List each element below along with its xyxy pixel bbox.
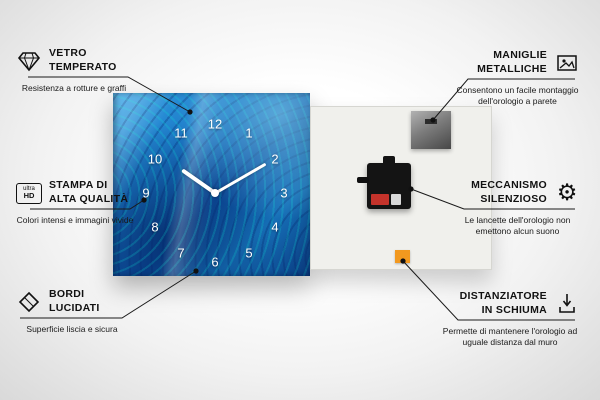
callout-header: BORDI LUCIDATI <box>16 286 128 318</box>
callout-subtitle: Resistenza a rotture e graffi <box>21 83 127 93</box>
ultra-hd-icon-text-top: ultra <box>23 186 35 192</box>
clock-number: 3 <box>280 185 288 201</box>
clock-face: 12 1 2 3 4 5 6 7 8 9 10 11 <box>113 93 310 276</box>
diamond-icon <box>16 49 42 73</box>
callout-header: DISTANZIATORE IN SCHIUMA <box>440 288 580 320</box>
callout-title: BORDI LUCIDATI <box>49 288 100 314</box>
callout-bordi-lucidati: BORDI LUCIDATI Superficie liscia e sicur… <box>16 286 128 335</box>
gear-icon: ⚙ <box>556 179 578 206</box>
callout-title: STAMPA DI ALTA QUALITÀ <box>49 179 129 205</box>
mechanism-hands <box>357 177 369 183</box>
polished-edge-icon <box>16 290 42 314</box>
clock-number: 11 <box>174 125 188 141</box>
callout-title: VETRO TEMPERATO <box>49 47 117 73</box>
callout-subtitle: Superficie liscia e sicura <box>26 324 118 334</box>
battery <box>371 194 389 205</box>
clock-number: 12 <box>207 116 223 132</box>
clock-number: 6 <box>211 254 219 270</box>
callout-title: DISTANZIATORE IN SCHIUMA <box>459 290 547 316</box>
foam-spacer <box>395 250 410 263</box>
clock-back-panel <box>310 106 492 270</box>
callout-title: MANIGLIE METALLICHE <box>477 49 547 75</box>
picture-frame-icon <box>554 51 580 75</box>
callout-stampa-alta-qualita: ultra HD STAMPA DI ALTA QUALITÀ Colori i… <box>16 177 134 226</box>
clock-number: 4 <box>271 219 279 235</box>
clock-number: 5 <box>245 245 253 261</box>
callout-distanziatore-in-schiuma: DISTANZIATORE IN SCHIUMA Permette di man… <box>440 288 580 349</box>
callout-vetro-temperato: VETRO TEMPERATO Resistenza a rotture e g… <box>16 45 132 94</box>
callout-title: MECCANISMO SILENZIOSO <box>471 179 547 205</box>
callout-subtitle: Colori intensi e immagini vivide <box>16 215 134 225</box>
clock-number: 10 <box>147 151 163 167</box>
callout-meccanismo-silenzioso: MECCANISMO SILENZIOSO ⚙ Le lancette dell… <box>455 177 580 238</box>
callout-header: MANIGLIE METALLICHE <box>455 47 580 79</box>
callout-header: MECCANISMO SILENZIOSO ⚙ <box>455 177 580 209</box>
callout-header: VETRO TEMPERATO <box>16 45 132 77</box>
clock-mechanism <box>357 156 411 209</box>
clock-number: 2 <box>271 151 279 167</box>
callout-subtitle: Consentono un facile montaggio dell'orol… <box>456 85 579 107</box>
clock-number: 9 <box>142 185 150 201</box>
ultra-hd-icon: ultra HD <box>16 181 42 205</box>
callout-subtitle: Permette di mantenere l'orologio ad ugua… <box>442 326 578 348</box>
clock-number: 8 <box>151 219 159 235</box>
metal-hanger-plate <box>411 111 451 149</box>
minute-hand <box>214 162 266 195</box>
callout-header: ultra HD STAMPA DI ALTA QUALITÀ <box>16 177 134 209</box>
clock-number: 1 <box>245 125 253 141</box>
foam-spacer-icon <box>554 292 580 316</box>
callout-subtitle: Le lancette dell'orologio non emettono a… <box>464 215 571 237</box>
clock-number: 7 <box>177 245 185 261</box>
clock-center-cap <box>211 189 219 197</box>
ultra-hd-icon-text-bottom: HD <box>23 191 35 200</box>
mechanism-hook <box>383 156 395 164</box>
battery-label <box>391 194 401 205</box>
callout-maniglie-metalliche: MANIGLIE METALLICHE Consentono un facile… <box>455 47 580 108</box>
